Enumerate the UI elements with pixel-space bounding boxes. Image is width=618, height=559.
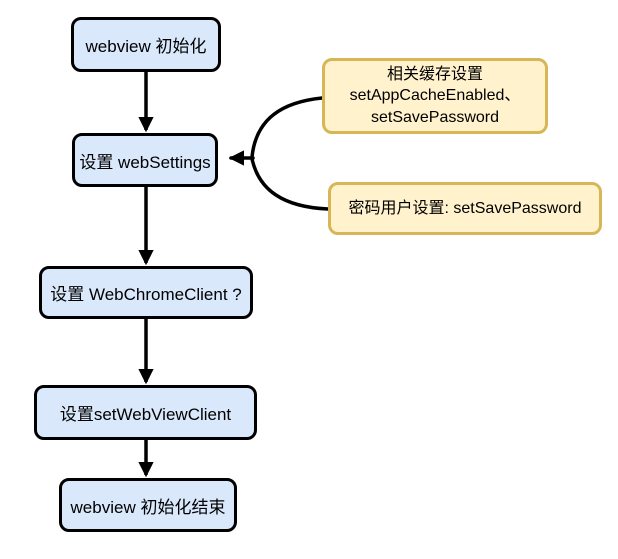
- note-line: setAppCacheEnabled、: [349, 87, 521, 105]
- node-label: webview 初始化: [85, 37, 207, 56]
- node-label: 设置 WebChromeClient ?: [50, 285, 242, 304]
- note-line: setSavePassword: [370, 108, 500, 126]
- node-webview-init-end: webview 初始化结束: [59, 478, 237, 532]
- node-webchromeclient: 设置 WebChromeClient ?: [39, 266, 253, 319]
- note-line: 密码用户设置: setSavePassword: [348, 199, 582, 217]
- curve-cache-note-to-websettings: [250, 96, 324, 159]
- note-password-settings: 密码用户设置: setSavePassword: [328, 182, 602, 235]
- node-label: 设置 webSettings: [79, 152, 211, 172]
- node-webview-init: webview 初始化: [71, 17, 221, 72]
- note-line: 相关缓存设置: [386, 66, 483, 84]
- node-label: webview 初始化结束: [70, 497, 226, 517]
- node-setwebviewclient: 设置setWebViewClient: [34, 385, 257, 440]
- note-cache-settings: 相关缓存设置 setAppCacheEnabled、 setSavePasswo…: [322, 58, 548, 134]
- node-label: 设置setWebViewClient: [59, 405, 232, 424]
- curve-password-note-to-websettings: [250, 157, 330, 211]
- node-websettings: 设置 webSettings: [72, 133, 218, 187]
